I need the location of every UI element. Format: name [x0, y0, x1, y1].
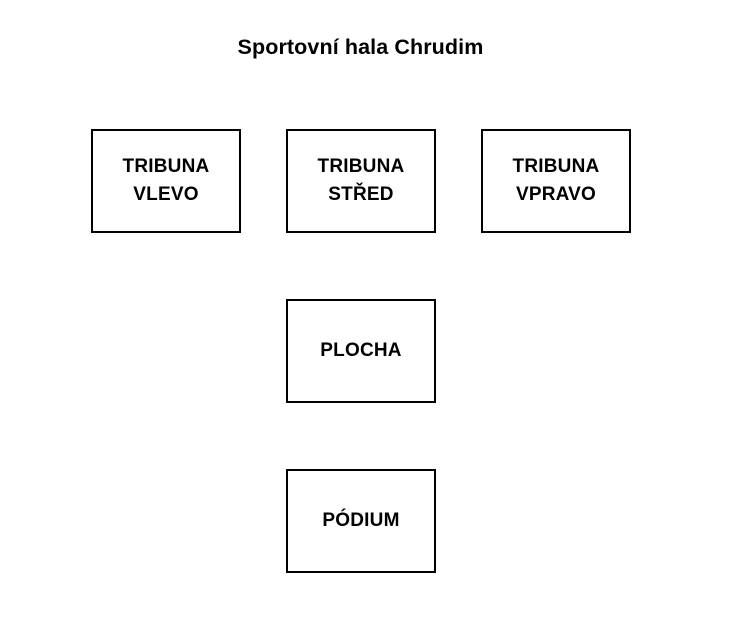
zone-tribuna-stred[interactable]: TRIBUNA STŘED [286, 129, 436, 233]
page-title: Sportovní hala Chrudim [237, 35, 484, 59]
zone-tribuna-vpravo[interactable]: TRIBUNA VPRAVO [481, 129, 631, 233]
zone-label: TRIBUNA VLEVO [122, 156, 210, 205]
zone-label: TRIBUNA STŘED [317, 156, 405, 205]
zone-label: PLOCHA [320, 340, 402, 361]
zone-tribuna-vlevo[interactable]: TRIBUNA VLEVO [91, 129, 241, 233]
zone-podium[interactable]: PÓDIUM [286, 469, 436, 573]
zone-label: TRIBUNA VPRAVO [512, 156, 600, 205]
zone-label: PÓDIUM [322, 510, 400, 531]
zone-plocha[interactable]: PLOCHA [286, 299, 436, 403]
